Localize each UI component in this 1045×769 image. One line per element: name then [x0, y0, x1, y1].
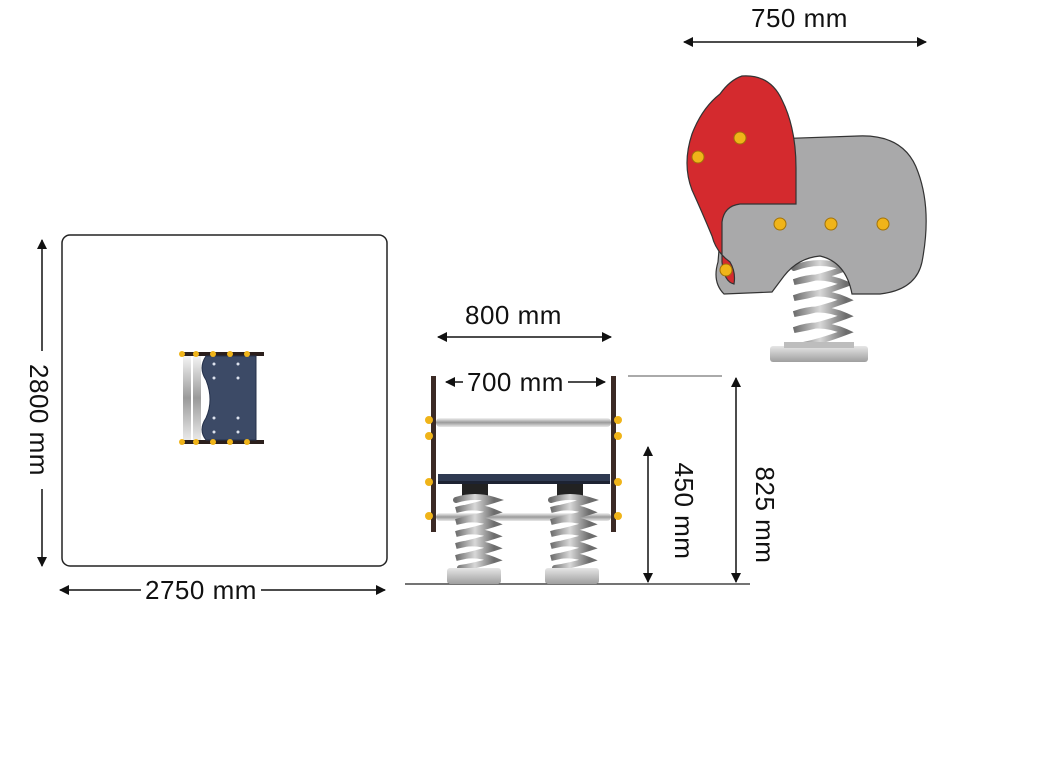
- outer-width-label: 800 mm: [465, 300, 562, 330]
- area-width-label: 2750 mm: [141, 577, 261, 603]
- inner-width-label: 700 mm: [463, 369, 568, 395]
- elephant-bolts: [691, 131, 890, 277]
- elephant-spring: [770, 260, 868, 362]
- seat-height-label: 450 mm: [669, 452, 699, 570]
- elephant-side-view: [683, 37, 927, 362]
- elephant-width-label: 750 mm: [747, 5, 852, 31]
- plan-seat: [179, 351, 264, 445]
- safety-area-outline: [61, 234, 388, 567]
- elephant-ear: [686, 75, 797, 285]
- total-height-label: 825 mm: [750, 456, 780, 574]
- area-depth-label: 2800 mm: [24, 351, 54, 489]
- front-springs: [447, 484, 599, 584]
- plan-view: [37, 234, 388, 595]
- front-view: [405, 332, 750, 585]
